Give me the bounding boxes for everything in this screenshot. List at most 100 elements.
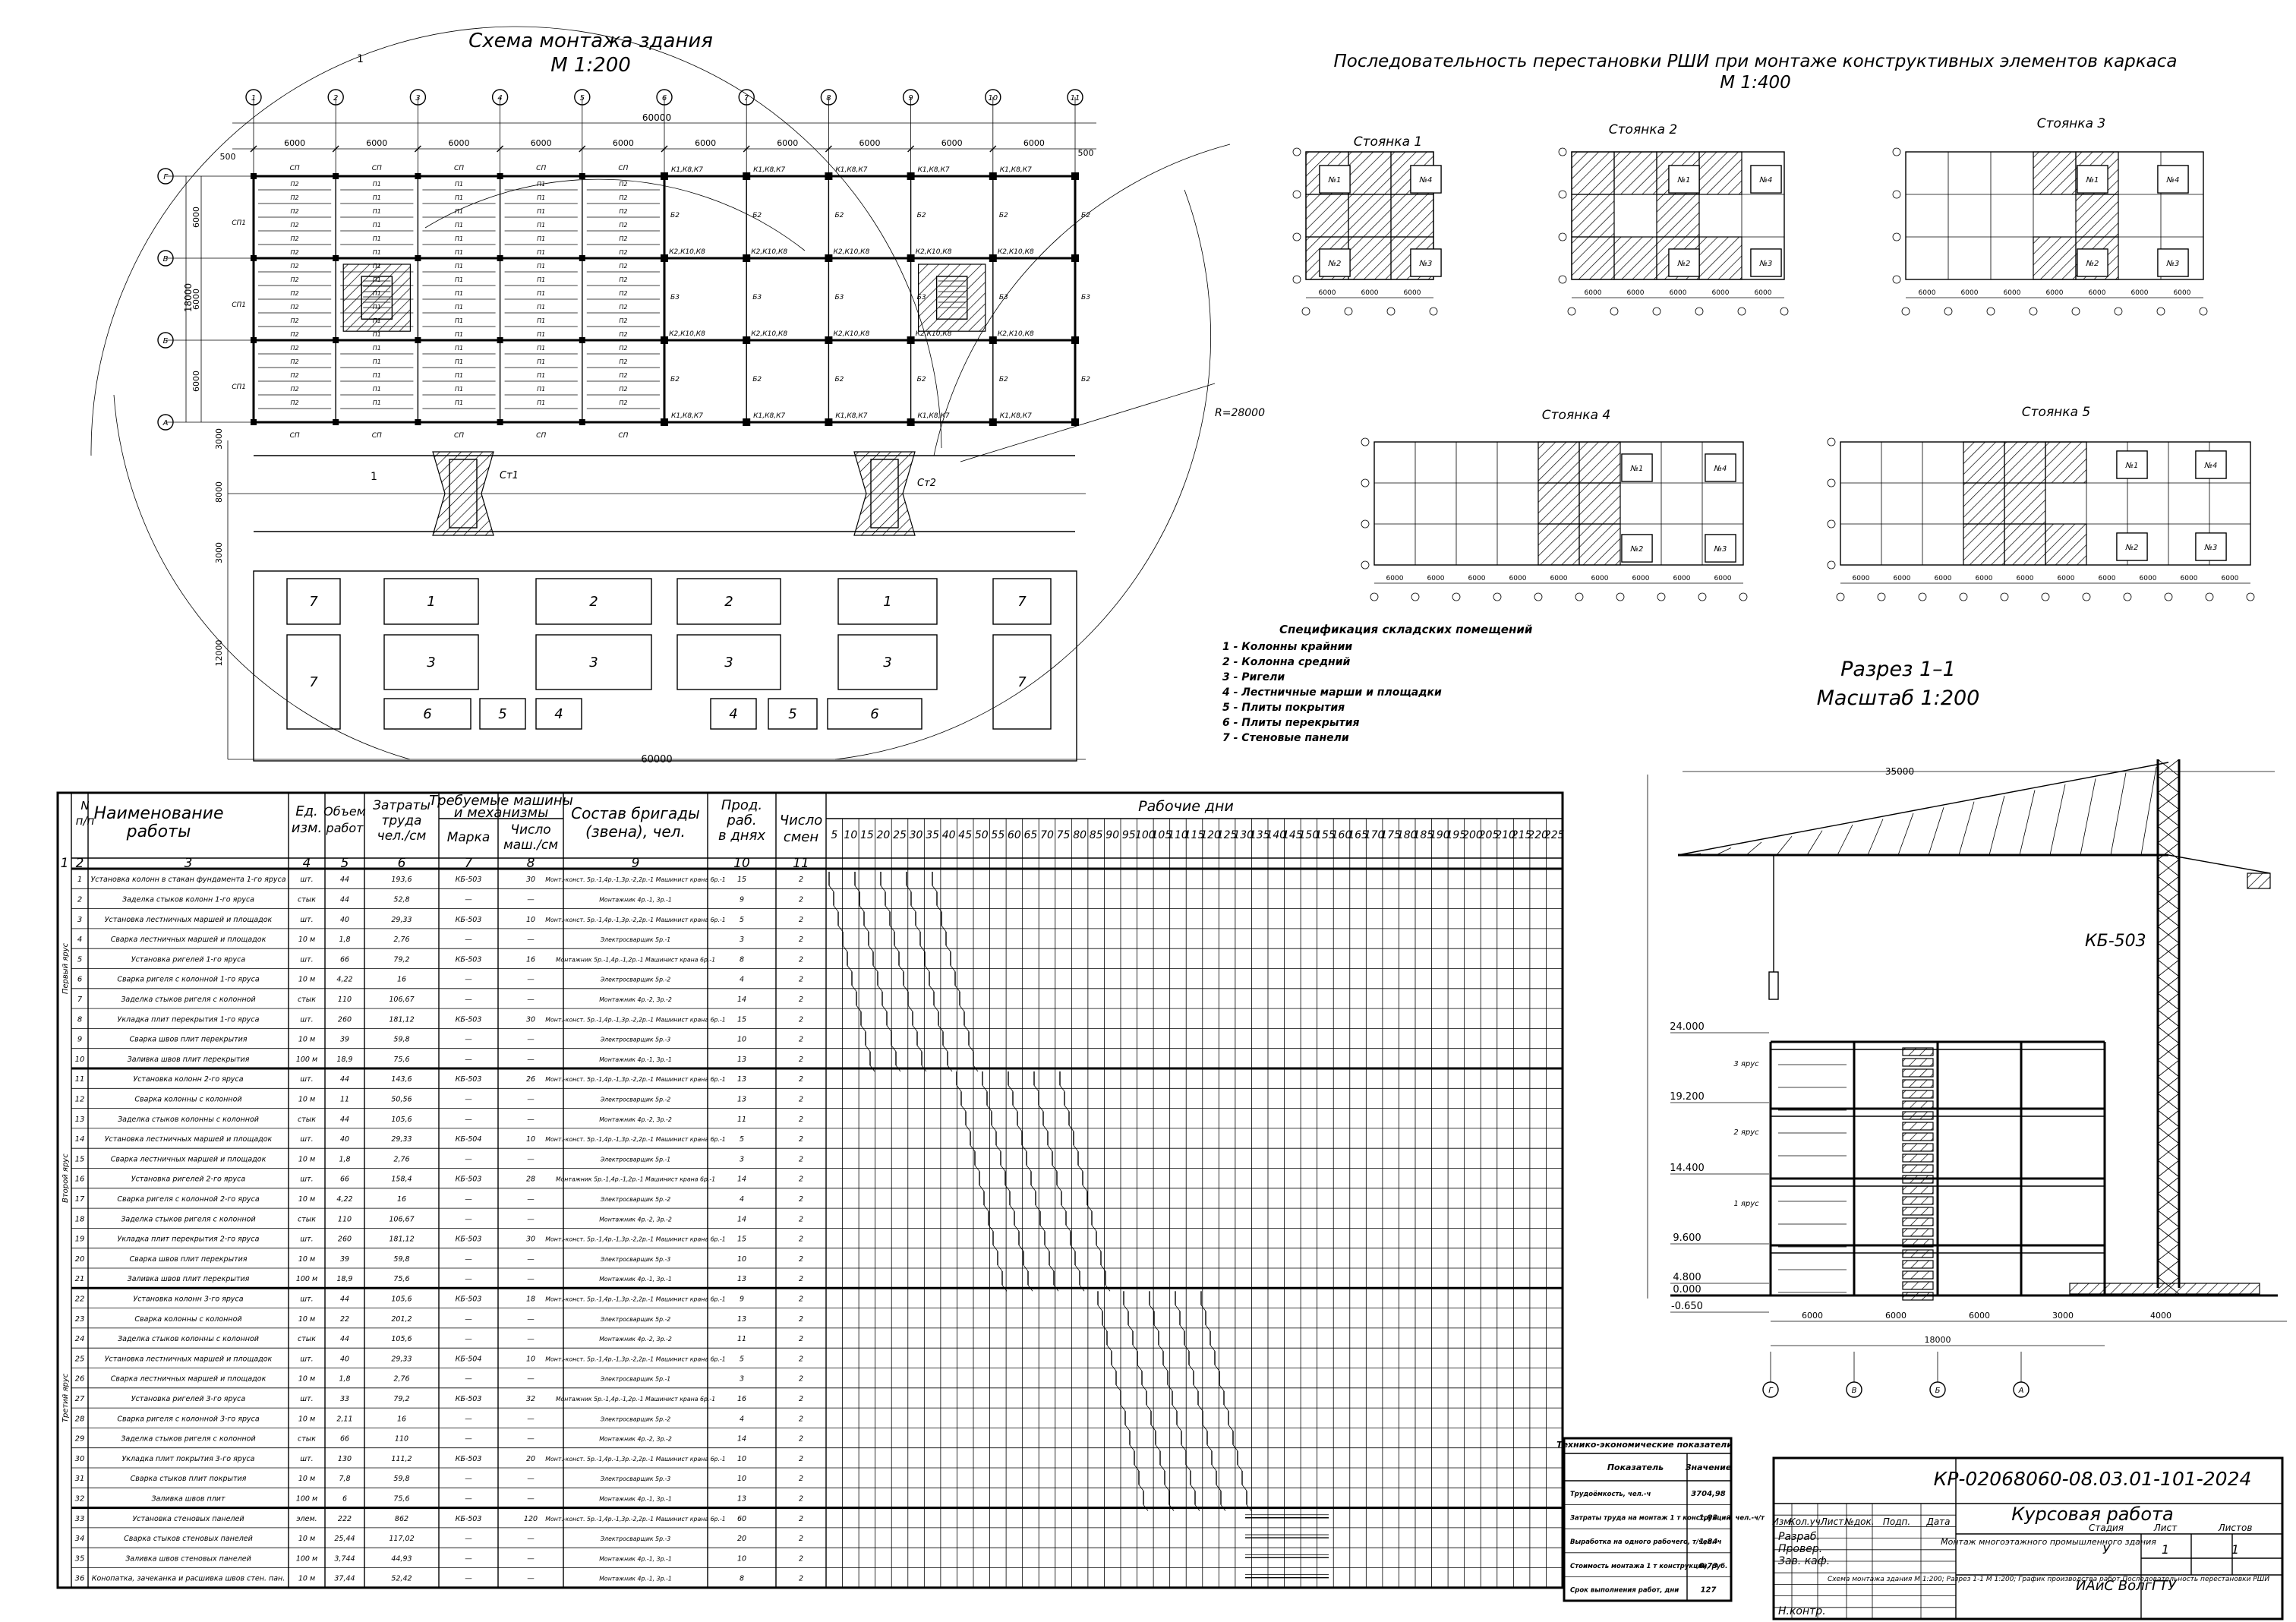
plan-road-width: 8000: [214, 481, 224, 503]
warehouse-bay: [827, 698, 922, 730]
stop-done: [1963, 482, 2005, 525]
column-label: К2,К10,К8: [916, 248, 952, 256]
row-labor: 105,6: [391, 1116, 412, 1124]
stop-done: [1571, 151, 1615, 195]
row-brand: —: [465, 1435, 472, 1444]
hdr-mach: Требуемые машины: [429, 793, 573, 809]
slab-label: П1: [455, 331, 463, 338]
row-number: 25: [75, 1355, 85, 1363]
stop-axis: [2205, 592, 2214, 601]
gantt-link: [974, 1165, 980, 1172]
row-bubble: [157, 250, 174, 267]
row-number: 6: [77, 976, 82, 984]
axis-label: 3: [415, 94, 420, 103]
mast-lattice: [2157, 1193, 2180, 1211]
gantt-link: [1210, 1344, 1216, 1352]
jib-lattice: [1685, 853, 1702, 856]
row-volume: 130: [338, 1455, 352, 1463]
hdr-dur3: в днях: [718, 828, 765, 844]
row-brand: —: [465, 1554, 472, 1563]
row-shifts-m: —: [527, 1335, 535, 1343]
gantt-link: [936, 905, 942, 912]
row-brand: КБ-504: [456, 1135, 482, 1144]
stop-axis: [1827, 519, 1836, 529]
row-shifts: 2: [799, 1075, 803, 1084]
day-number: 195: [1446, 829, 1467, 841]
slab-label: П1: [537, 222, 545, 229]
plan-scale: М 1:200: [550, 54, 631, 77]
row-shifts: 2: [799, 1475, 803, 1483]
gantt-link: [982, 1085, 988, 1092]
row-brand: КБ-503: [456, 955, 482, 964]
row-unit: 10 м: [298, 976, 315, 984]
warehouse-bay-label: 3: [427, 655, 435, 671]
gantt-link: [1237, 1464, 1243, 1472]
row-bubble: [157, 332, 174, 349]
tep-value: 1,84: [1699, 1538, 1718, 1546]
gantt-link: [1091, 1225, 1097, 1232]
warehouse-bay: [768, 698, 818, 730]
tier-label: Первый ярус: [62, 942, 70, 994]
stop-dim: 6000: [1585, 289, 1602, 297]
gantt-link: [847, 965, 853, 972]
row-labor: 59,8: [393, 1255, 409, 1264]
row-volume: 66: [340, 1435, 349, 1444]
gantt-link: [1097, 1305, 1103, 1311]
rshi-fill: [1750, 165, 1782, 194]
column-section: [415, 419, 421, 425]
gantt-link: [986, 1105, 992, 1112]
gantt-link: [1223, 1404, 1229, 1412]
tier-label: 2 ярус: [1733, 1128, 1759, 1137]
slab-label: П1: [455, 249, 463, 256]
row-unit: 100 м: [296, 1275, 317, 1283]
stop-done: [2033, 151, 2077, 195]
slab-label: П2: [291, 263, 299, 270]
stop-done: [1578, 482, 1621, 525]
slab-label: П1: [373, 276, 381, 283]
counterweight: [2247, 873, 2271, 889]
gantt-link: [933, 1005, 939, 1012]
row-labor: 50,56: [391, 1095, 412, 1103]
stop-axis: [1558, 147, 1567, 156]
rshi-label: №2: [1328, 260, 1342, 268]
row-number: 14: [75, 1135, 85, 1144]
row-shifts: 2: [799, 1036, 803, 1044]
stop-axis: [1877, 592, 1886, 601]
row-labor: 105,6: [391, 1295, 412, 1303]
row-duration: 60: [737, 1515, 746, 1523]
row-number: 12: [75, 1095, 85, 1103]
rshi-label: №1: [1677, 176, 1691, 185]
stop-dim: 6000: [1714, 575, 1732, 582]
slab-label: П1: [455, 222, 463, 229]
stop-done: [2033, 236, 2077, 280]
stage-value: У: [2102, 1542, 2111, 1557]
row-number: 24: [75, 1335, 85, 1343]
hdr-dur: Прод.: [721, 797, 762, 813]
slab-label: П1: [537, 331, 545, 338]
stop-axis: [1892, 190, 1901, 199]
row-volume: 44: [340, 1295, 349, 1303]
warehouse-bay-label: 2: [589, 594, 598, 610]
row-volume: 110: [338, 1215, 352, 1223]
row-shifts: 2: [799, 1015, 803, 1024]
row-shifts-m: 28: [526, 1175, 535, 1184]
slab-label: П2: [291, 208, 299, 215]
row-shifts-m: 32: [526, 1395, 535, 1403]
stop-done: [1613, 236, 1657, 280]
row-name: Установка ригелей 2-го яруса: [131, 1175, 246, 1184]
row-number: 8: [77, 1015, 82, 1024]
stop-done: [2045, 523, 2087, 566]
gantt-link: [1111, 1365, 1117, 1371]
row-shifts: 2: [799, 1375, 803, 1384]
rshi-fill: [1410, 165, 1442, 194]
gantt-link: [1124, 1425, 1131, 1431]
gantt-link: [1167, 1384, 1173, 1392]
slab-label: П2: [291, 331, 299, 338]
tep-key: Срок выполнения работ, дни: [1570, 1586, 1679, 1594]
stop-axis: [2071, 307, 2080, 316]
axis-bubble: [738, 89, 755, 106]
stop-axis: [1493, 592, 1502, 601]
tep-value: 3704,98: [1691, 1490, 1726, 1498]
span-dim: 6000: [859, 138, 881, 148]
row-shifts-m: —: [527, 936, 535, 944]
